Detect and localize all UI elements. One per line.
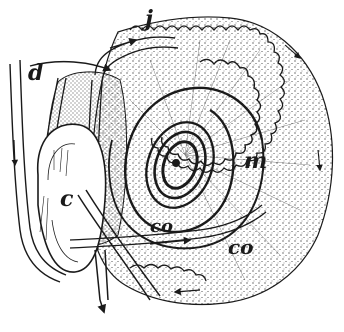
label-m: m bbox=[244, 148, 267, 174]
label-co-inner: co bbox=[150, 216, 173, 237]
label-co-outer: co bbox=[228, 235, 254, 259]
label-c: c bbox=[60, 186, 74, 212]
label-d: d bbox=[28, 60, 43, 86]
